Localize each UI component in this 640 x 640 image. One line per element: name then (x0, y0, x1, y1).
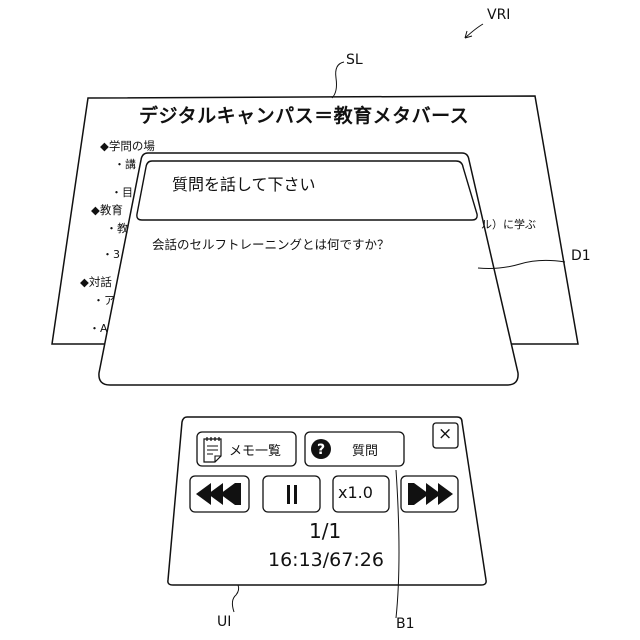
figure-label-vri: VRI (487, 7, 510, 23)
rewind-button[interactable] (190, 476, 249, 512)
slide-bullet-campus: ◆学問の場 (100, 138, 155, 154)
slide-line: ・目 (111, 184, 133, 200)
memo-list-button[interactable]: メモ一覧 (197, 432, 296, 466)
slide-line: ・教 (106, 220, 128, 236)
slide-line: ル）に学ぶ (481, 216, 536, 232)
figure-label-d1: D1 (571, 248, 591, 264)
speed-label: x1.0 (338, 483, 373, 502)
slide-title: デジタルキャンパス＝教育メタバース (139, 101, 469, 128)
ui-leader (232, 585, 238, 612)
vri-leader-arrow (465, 24, 483, 38)
dialog-question-text: 会話のセルフトレーニングとは何ですか？ (152, 234, 390, 253)
figure-label-sl: SL (346, 52, 363, 68)
speed-button[interactable]: x1.0 (333, 476, 389, 512)
memo-list-label: メモ一覧 (229, 440, 281, 459)
question-button[interactable]: 質問 (305, 432, 404, 466)
dialog-title: 質問を話して下さい (172, 171, 316, 195)
fast-forward-button[interactable] (401, 476, 458, 512)
figure-label-b1: B1 (396, 616, 415, 632)
slide-line: ・講 (114, 156, 136, 172)
slide-line: ・A (89, 320, 108, 336)
playback-time: 16:13/67:26 (268, 549, 384, 571)
close-button[interactable]: × (433, 423, 458, 448)
page-counter: 1/1 (309, 519, 341, 543)
close-icon: × (438, 424, 452, 444)
pause-button[interactable] (263, 476, 320, 512)
slide-line: ・3 (102, 246, 120, 262)
figure-label-ui: UI (217, 614, 231, 630)
slide-bullet-education: ◆教育 (91, 202, 123, 218)
question-label: 質問 (352, 440, 378, 459)
sl-leader (332, 62, 344, 98)
slide-line: ・ア (93, 292, 115, 308)
slide-bullet-dialogue: ◆対話 (80, 274, 112, 290)
